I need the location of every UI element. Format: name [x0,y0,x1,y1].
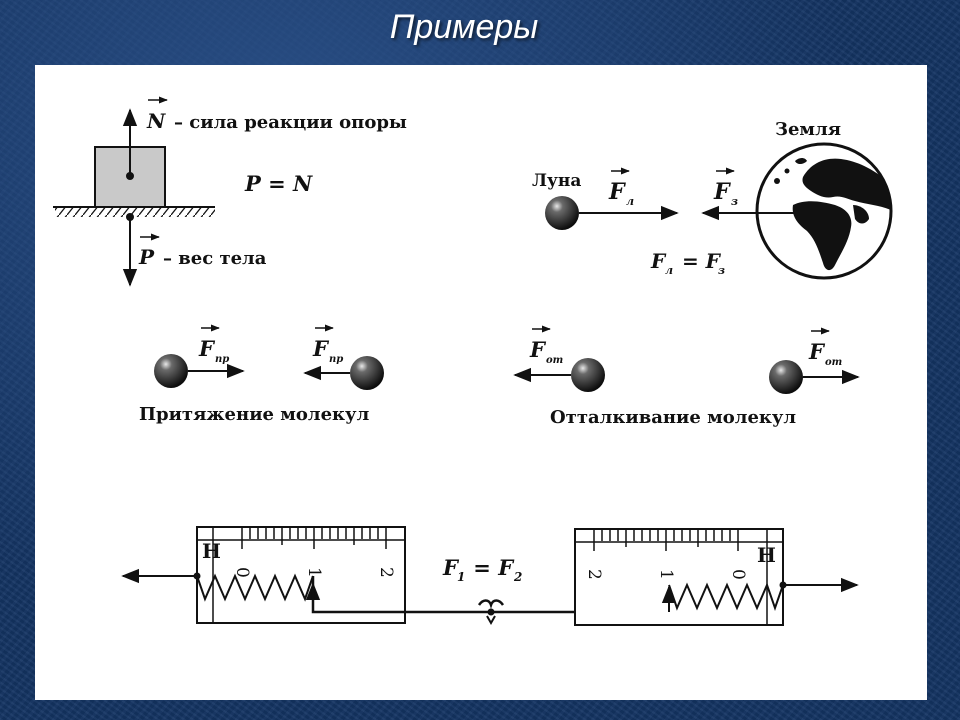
moon-label: Луна [532,171,581,191]
p-force-origin [126,213,134,221]
support-reaction-group: N – сила реакции опоры P = N P – вес тел… [53,96,407,287]
left-dynamometer: Н 0 1 2 [193,526,406,624]
dyn-eq-mid: = F [466,555,515,580]
left-scale-2: 2 [376,567,396,578]
right-spring [668,582,784,612]
moon-force-sub: л [626,195,634,208]
gravity-eq-lhs-sub: л [665,264,673,277]
left-scale-1: 1 [304,567,324,578]
cord-knot [477,599,505,626]
earth-label: Земля [775,119,841,140]
surface-hatching [55,207,215,217]
attraction-caption: Притяжение молекул [139,404,370,425]
right-scale-1: 1 [656,569,676,580]
attraction-ball-left [154,354,188,388]
dyn-eq-sub1: 1 [457,570,465,584]
repulsion-ball-left [571,358,605,392]
repulsion-symbol-right: F [808,339,826,364]
diagram-panel: N – сила реакции опоры P = N P – вес тел… [35,65,927,700]
earth-force-symbol: F [713,179,731,205]
p-equals-n: P = N [244,171,313,196]
right-scale-2: 2 [584,569,604,580]
gravity-equation: F л = F з [650,249,725,277]
right-dynamometer: 2 1 0 Н [574,528,787,626]
attraction-sub-left: пр [215,354,229,365]
right-unit-label: Н [757,543,776,567]
n-symbol: N [146,109,166,133]
gravity-group: Земля Луна F л F з [532,119,893,280]
slide-title: Примеры [389,8,539,46]
left-unit-label: Н [202,539,221,563]
gravity-eq-rhs-sub: з [718,264,725,277]
earth-force-sub: з [731,195,738,208]
dynamometers-group: Н 0 1 2 [121,526,859,626]
gravity-eq-lhs: F [650,249,667,273]
attraction-symbol-left: F [198,336,216,361]
left-scale-0: 0 [232,567,252,578]
repulsion-caption: Отталкивание молекул [550,407,796,428]
left-scale-ticks [241,527,387,549]
right-scale-0: 0 [728,569,748,580]
n-label: – сила реакции опоры [174,112,407,133]
left-spring [196,573,314,602]
repulsion-ball-right [769,360,803,394]
right-scale-ticks [593,529,739,551]
gravity-eq-mid: = F [675,249,722,273]
dyn-eq-f1: F [442,555,460,580]
attraction-ball-right [350,356,384,390]
repulsion-symbol-left: F [529,337,547,362]
repulsion-sub-left: от [546,355,563,366]
attraction-group: F пр F пр Притяжение молекул [139,324,384,425]
moon-ball [545,196,579,230]
attraction-symbol-right: F [312,336,330,361]
repulsion-group: F от F от Отталкивание молекул [513,325,860,428]
attraction-sub-right: пр [329,354,343,365]
earth-globe [755,142,893,280]
n-force-origin [126,172,134,180]
moon-force-symbol: F [608,179,626,205]
dynamometer-equation: F 1 = F 2 [442,555,522,584]
diagram-canvas: N – сила реакции опоры P = N P – вес тел… [53,96,893,626]
repulsion-sub-right: от [825,357,842,368]
p-symbol: P [138,245,155,269]
p-label: – вес тела [163,248,267,269]
dyn-eq-sub2: 2 [513,570,522,584]
